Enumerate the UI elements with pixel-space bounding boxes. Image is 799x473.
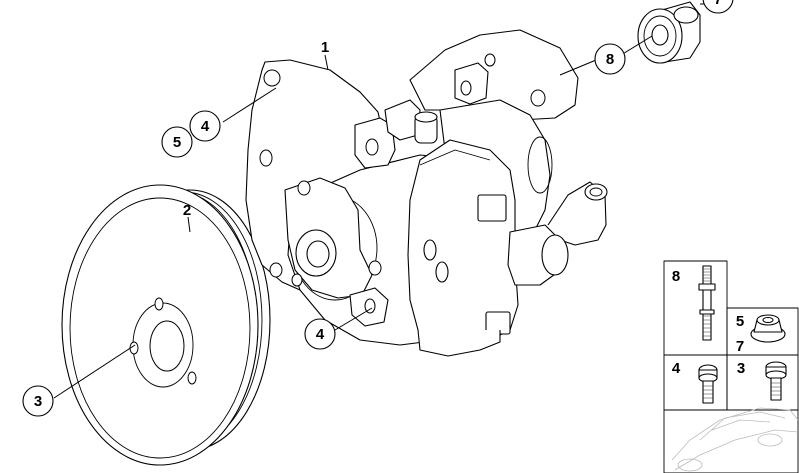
- pulley-drawing: [61, 184, 271, 466]
- legend-label-5: 5: [736, 313, 744, 330]
- vehicle-outline-icon: [671, 407, 799, 472]
- callout-8-label: 8: [606, 51, 614, 68]
- leader-lines: [53, 3, 705, 399]
- callout-1-label: 1: [321, 39, 329, 56]
- stud-icon: [698, 265, 716, 341]
- legend-label-7: 7: [736, 338, 744, 355]
- callout-3-label: 3: [34, 393, 42, 410]
- callout-4-lower: 4: [304, 318, 336, 350]
- flange-nut-icon: [750, 314, 786, 343]
- callout-4-upper: 4: [189, 110, 221, 142]
- callout-7: 7: [702, 0, 734, 14]
- pump-drawing: [245, 29, 608, 357]
- callout-7-label: 7: [714, 0, 722, 8]
- legend-label-8: 8: [672, 268, 680, 285]
- callout-5: 5: [161, 126, 193, 158]
- callout-8: 8: [594, 43, 626, 75]
- callout-1: 1: [321, 39, 329, 56]
- hardware-legend: 8 5 7 4 3: [663, 260, 799, 473]
- callout-4-lower-label: 4: [316, 326, 325, 343]
- legend-label-4: 4: [672, 360, 681, 377]
- bolt-3-icon: [765, 361, 787, 401]
- seal-drawing: [637, 1, 701, 64]
- bolt-4-icon: [698, 364, 718, 404]
- callout-5-label: 5: [173, 134, 181, 151]
- callout-3: 3: [22, 385, 54, 417]
- callout-2: 2: [183, 202, 191, 219]
- legend-label-3: 3: [737, 360, 745, 377]
- callout-2-label: 2: [183, 202, 191, 219]
- callout-4-upper-label: 4: [201, 118, 210, 135]
